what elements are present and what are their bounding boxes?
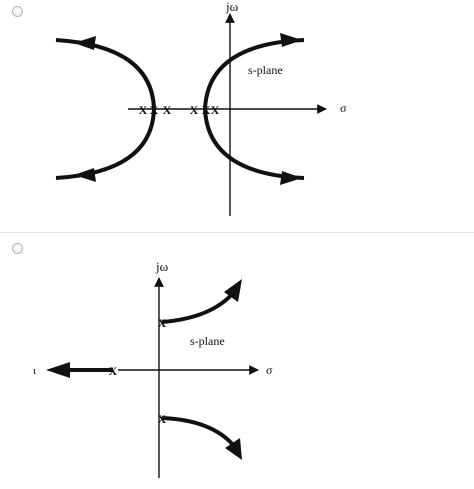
real-axis-label: σ — [340, 101, 347, 115]
pole-marker: X — [158, 412, 167, 426]
locus-arrow-right-top — [280, 33, 302, 47]
plane-label: s-plane — [190, 334, 225, 348]
answer-option-1[interactable]: X X X X X X jω σ s-plane — [0, 0, 474, 232]
imaginary-axis-label: jω — [155, 259, 169, 274]
pole-marker: X — [150, 103, 159, 117]
locus-branch-upper — [161, 290, 236, 324]
imaginary-axis-label: jω — [225, 0, 239, 14]
locus-branch-right — [202, 38, 305, 180]
locus-branch-lower — [161, 416, 236, 448]
locus-arrow-right-bottom — [280, 171, 302, 185]
locus-arrow-left-bottom — [74, 168, 96, 182]
root-locus-diagram-1: X X X X X X jω σ s-plane — [55, 0, 347, 216]
root-locus-diagram-2: X X X jω σ s-plane ι — [33, 259, 273, 478]
pole-marker: X — [163, 103, 172, 117]
pole-marker: X — [211, 103, 220, 117]
locus-arrow-lower — [225, 438, 242, 460]
locus-arrow-left-top — [74, 36, 96, 50]
locus-branch-left — [55, 38, 157, 180]
plane-label: s-plane — [248, 63, 283, 77]
divider — [0, 232, 474, 233]
radio-button-option-2[interactable] — [12, 243, 23, 254]
answer-option-2[interactable]: X X X jω σ s-plane ι — [0, 233, 474, 489]
pole-marker: X — [158, 316, 167, 330]
pole-marker: X — [109, 364, 118, 378]
pole-marker: X — [139, 103, 148, 117]
left-edge-label: ι — [33, 365, 36, 377]
locus-arrow-real — [46, 362, 70, 378]
locus-arrow-upper — [224, 279, 242, 302]
real-axis-label: σ — [266, 363, 273, 377]
pole-marker: X — [190, 103, 199, 117]
radio-button-option-1[interactable] — [12, 6, 23, 17]
pole-marker: X — [202, 103, 211, 117]
